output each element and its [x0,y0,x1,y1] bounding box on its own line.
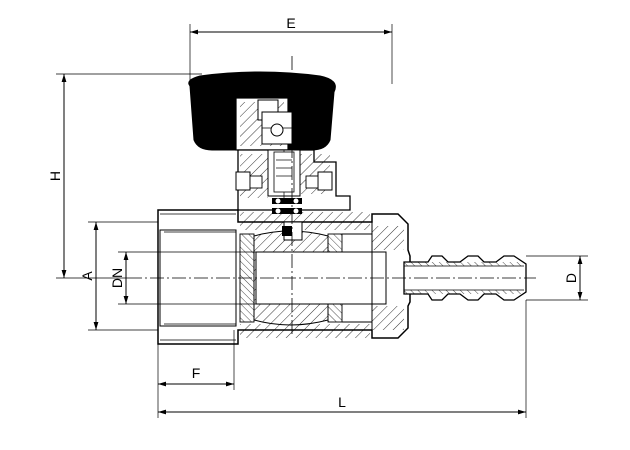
dimension-f-label: F [192,365,201,381]
dimension-e-label: E [286,15,295,31]
bonnet [235,149,351,214]
dimension-l-label: L [338,394,346,410]
dimension-h: H [47,73,202,279]
dimension-l: L [158,300,527,418]
dimension-h-label: H [47,171,63,181]
dimension-f: F [157,330,235,418]
butterfly-handle [188,71,336,151]
dimension-d: D [526,255,588,301]
dimension-dn: DN [109,251,256,305]
center-lines [128,56,536,336]
dimension-a: A [79,221,158,331]
valve-body [157,209,411,345]
dimension-a-label: A [79,271,95,281]
handle-screw [270,123,284,137]
dimension-d-label: D [563,273,579,283]
dimension-dn-label: DN [109,268,125,288]
